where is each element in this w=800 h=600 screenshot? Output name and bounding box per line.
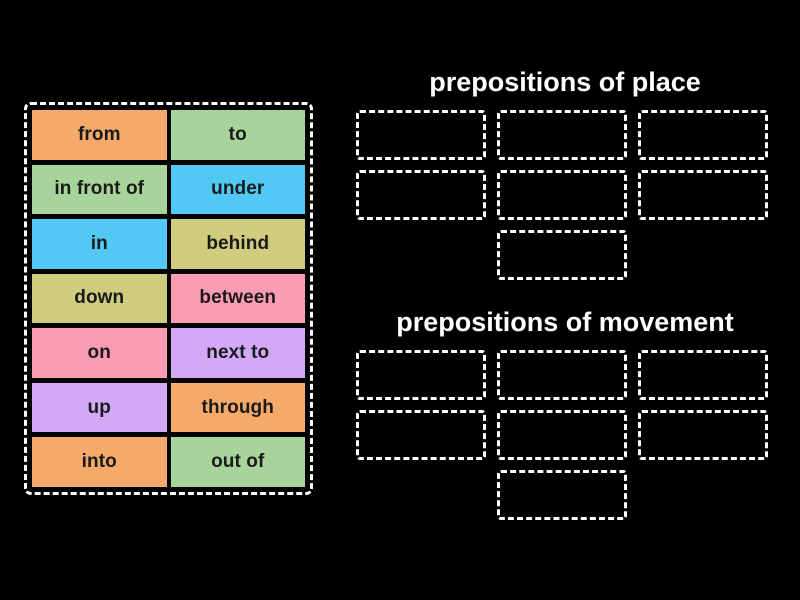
word-tile[interactable]: down xyxy=(32,273,167,324)
drop-slot-movement[interactable] xyxy=(638,349,768,400)
drop-slot-place[interactable] xyxy=(497,229,627,280)
word-tile[interactable]: on xyxy=(32,328,167,378)
drop-slot-place[interactable] xyxy=(356,109,486,160)
word-tile[interactable]: into xyxy=(32,437,167,487)
drop-slot-place[interactable] xyxy=(497,169,627,220)
category-place: prepositions of place xyxy=(345,67,785,280)
drop-slot-place[interactable] xyxy=(638,169,768,220)
word-tile[interactable]: next to xyxy=(170,328,305,378)
category-movement-slot-grid xyxy=(345,349,785,520)
drop-slot-movement[interactable] xyxy=(356,409,486,460)
word-tile[interactable]: to xyxy=(170,110,305,160)
word-tile[interactable]: out of xyxy=(170,437,305,487)
drop-slot-movement[interactable] xyxy=(497,349,627,400)
drop-slot-movement[interactable] xyxy=(497,469,627,520)
drop-slot-movement[interactable] xyxy=(356,349,486,400)
category-place-title: prepositions of place xyxy=(429,67,701,97)
word-tile[interactable]: in xyxy=(32,219,167,269)
word-tile[interactable]: in front of xyxy=(32,164,167,215)
word-tile[interactable]: under xyxy=(170,164,305,215)
drop-slot-place[interactable] xyxy=(356,169,486,220)
drop-slot-place[interactable] xyxy=(497,109,627,160)
word-tile[interactable]: from xyxy=(32,110,167,160)
drop-slot-movement[interactable] xyxy=(638,409,768,460)
category-place-slot-grid xyxy=(345,109,785,280)
drop-slot-place[interactable] xyxy=(638,109,768,160)
word-tile[interactable]: between xyxy=(170,273,305,324)
drop-slot-movement[interactable] xyxy=(497,409,627,460)
word-tile[interactable]: through xyxy=(170,382,305,433)
category-movement-title: prepositions of movement xyxy=(396,307,734,337)
word-tile[interactable]: behind xyxy=(170,219,305,269)
category-movement: prepositions of movement xyxy=(345,307,785,520)
word-tile[interactable]: up xyxy=(32,382,167,433)
